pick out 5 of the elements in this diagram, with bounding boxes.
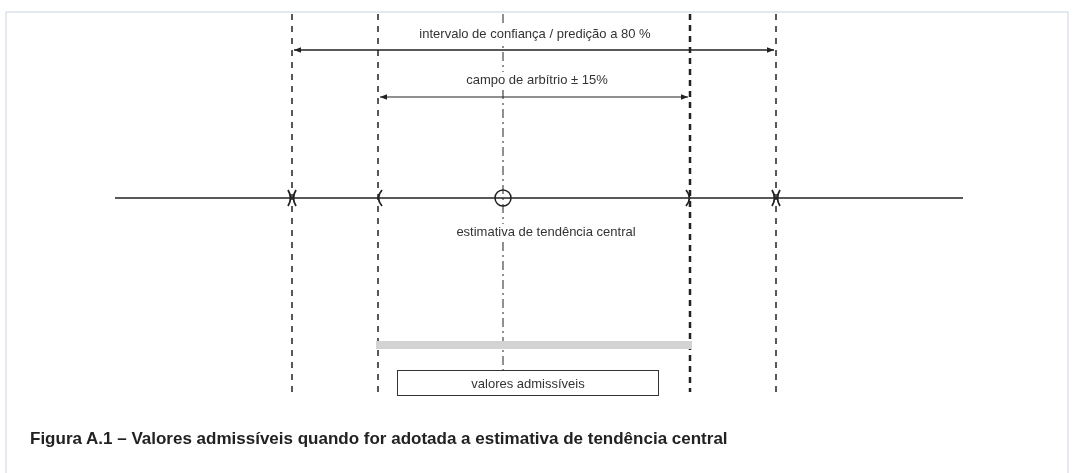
label-box: valores admissíveis <box>397 370 659 396</box>
annotation-text: intervalo de confiança / predição a 80 % <box>418 26 652 42</box>
annotation-text: campo de arbítrio ± 15% <box>465 72 609 88</box>
figure-caption: Figura A.1 – Valores admissíveis quando for adotada a estimativa de tendência central <box>30 429 728 449</box>
annotation-text: estimativa de tendência central <box>455 224 637 240</box>
